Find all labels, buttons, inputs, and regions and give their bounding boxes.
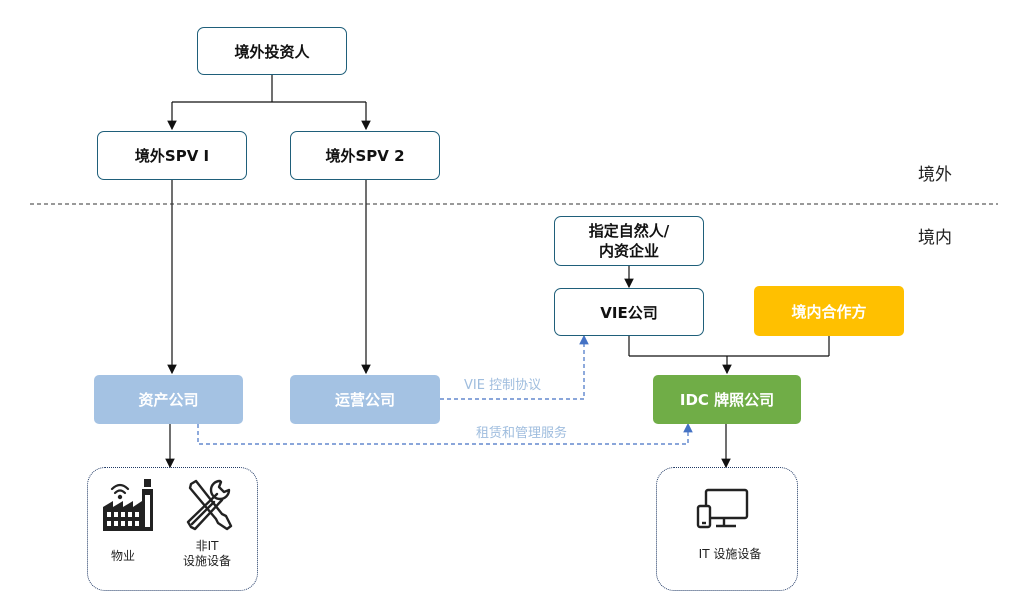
vie-agreement-arrow (440, 334, 589, 400)
natural-person-node: 指定自然人/ 内资企业 (554, 216, 704, 266)
investor-to-spv-connector (167, 75, 371, 131)
non-it-caption: 非IT 设施设备 (182, 539, 231, 568)
vie-partner-to-idc-connector (628, 336, 830, 375)
offshore-label: 境外 (918, 165, 952, 185)
it-devices-group (656, 467, 798, 591)
tools-icon (186, 479, 233, 531)
ops-company-node: 运营公司 (290, 375, 440, 424)
vie-agreement-label: VIE 控制协议 (464, 378, 542, 393)
lease-service-arrow (197, 422, 693, 445)
onshore-label: 境内 (918, 228, 952, 248)
asset-company-node: 资产公司 (94, 375, 243, 424)
asset-devices-group (87, 467, 258, 591)
idc-company-node: IDC 牌照公司 (653, 375, 801, 424)
investor-node: 境外投资人 (197, 27, 347, 75)
computer-devices-icon (696, 488, 749, 529)
partner-node: 境内合作方 (754, 286, 904, 336)
it-caption: IT 设施设备 (698, 547, 762, 561)
factory-wifi-icon (103, 479, 153, 531)
spv2-node: 境外SPV 2 (290, 131, 440, 180)
spv1-node: 境外SPV I (97, 131, 247, 180)
lease-service-label: 租赁和管理服务 (476, 426, 568, 441)
vie-company-node: VIE公司 (554, 288, 704, 336)
property-caption: 物业 (110, 549, 135, 563)
